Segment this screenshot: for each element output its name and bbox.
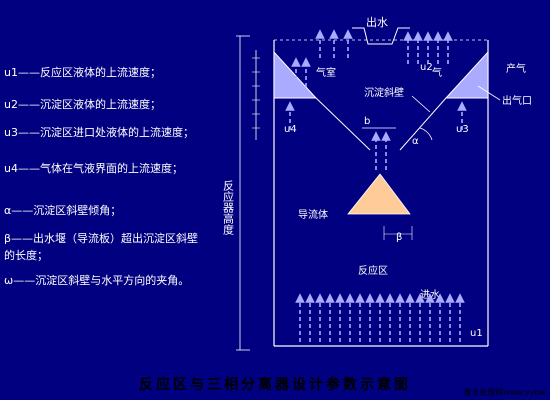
- alpha-arc: [419, 127, 433, 141]
- settler-wall-leader: [411, 95, 431, 113]
- legend-item-u3: u3——沉淀区进口处液体的上流速度；: [4, 126, 194, 139]
- label-u2: u2: [420, 62, 433, 73]
- label-b: b: [364, 116, 370, 127]
- label-beta: β: [396, 232, 402, 243]
- label-deflector: 导流体: [298, 208, 328, 221]
- settler-wall-left: [315, 97, 371, 151]
- legend-item-u1: u1——反应区液体的上流速度；: [4, 66, 161, 79]
- legend-item-omega: ω——沉淀区斜壁与水平方向的夹角。: [4, 274, 190, 287]
- legend-item-u4: u4——气体在气液界面的上流速度；: [4, 162, 183, 175]
- legend-item-beta: β——出水堰（导流板）超出沉淀区斜壁的长度；: [4, 232, 199, 262]
- legend-item-u2: u2——沉淀区液体的上流速度；: [4, 98, 161, 111]
- settler-wall-right: [399, 97, 447, 151]
- watermark: 废水处理网www.yybw: [463, 388, 546, 397]
- label-gas-chamber: 气室: [316, 66, 336, 79]
- gas-hood-left: [273, 50, 318, 99]
- legend-item-alpha: α——沉淀区斜壁倾角；: [4, 204, 122, 217]
- label-gas-outlet: 产气: [506, 62, 526, 75]
- caption: 反应区与三相分离器设计参数示意图: [139, 377, 411, 393]
- label-u1: u1: [470, 328, 483, 339]
- label-sludge-outlet: 出气口: [502, 94, 532, 107]
- deflector: [347, 173, 411, 215]
- separator-dimension-ticks: [252, 57, 260, 129]
- label-settler-wall: 沉淀斜壁: [364, 86, 404, 99]
- upflow-arrows: [285, 29, 467, 342]
- sludge-outlet-leader: [477, 85, 501, 101]
- label-alpha: α: [412, 136, 419, 147]
- label-reaction-zone: 反应区: [358, 264, 388, 277]
- label-gas: 气: [432, 66, 442, 79]
- label-outlet: 出水: [366, 15, 388, 29]
- outlet-weir: [352, 27, 410, 45]
- label-height: 反应器高度: [222, 180, 235, 236]
- gas-hood-right: [444, 50, 489, 99]
